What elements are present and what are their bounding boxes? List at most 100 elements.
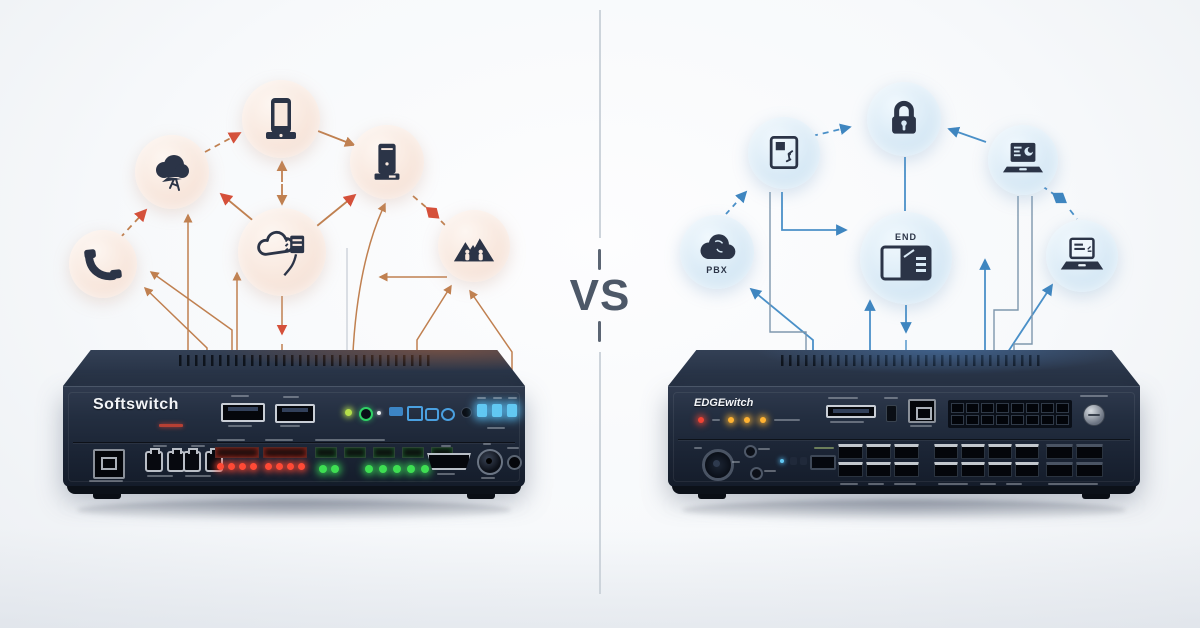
port-label-smudge (283, 396, 299, 398)
red-led (265, 463, 272, 470)
divider-line-top (599, 10, 601, 238)
usb-port (275, 404, 315, 423)
port-label-smudge (884, 397, 898, 399)
device-front-panel: EDGEwitch (668, 386, 1140, 487)
line-slot (344, 447, 366, 458)
patch-port (951, 403, 964, 413)
port-label-smudge (507, 447, 519, 449)
red-led (298, 463, 305, 470)
port-label-smudge (153, 445, 167, 447)
rj45-port (934, 444, 958, 459)
rj45-port (961, 444, 985, 459)
rj45-port (1046, 462, 1073, 477)
device-top-panel (668, 350, 1140, 386)
usb-port (221, 403, 265, 422)
device-top-panel (63, 350, 525, 386)
vent-slits (178, 355, 433, 366)
storage-book-icon (880, 245, 932, 281)
small-knob (744, 445, 757, 458)
laptop-dashboard-icon (1002, 142, 1044, 173)
ready-label-smudge (814, 447, 834, 449)
interface-glyph (441, 408, 455, 421)
port-label-smudge (840, 483, 858, 485)
cloud-pbx-icon (257, 230, 305, 277)
link-led-blue (507, 404, 517, 417)
port-label-smudge (265, 439, 293, 441)
rotary-knob (1083, 404, 1105, 426)
pbx-label: PBX (706, 264, 728, 275)
device-foot (698, 494, 726, 499)
micro-led-blue (780, 459, 784, 463)
patch-port (996, 403, 1009, 413)
line-slot (315, 447, 337, 458)
node-laptop-dashboard (988, 125, 1058, 195)
divider-dash-lower (598, 321, 601, 342)
indicator-dot (377, 411, 381, 415)
device-foot (467, 494, 495, 499)
green-led (331, 465, 339, 473)
port-label-smudge (481, 477, 495, 479)
red-led (228, 463, 235, 470)
port-label-smudge (1048, 483, 1098, 485)
device-shadow (53, 490, 535, 520)
interface-glyph (407, 406, 423, 421)
panel-divider (678, 439, 1130, 440)
device-label: EDGEwitch (694, 397, 754, 409)
edgeswitch-device: EDGEwitch (658, 350, 1150, 520)
green-led (319, 465, 327, 473)
device-reflection (77, 500, 511, 520)
small-knob (750, 467, 763, 480)
status-led-ring (359, 407, 373, 421)
node-cloud-pbx (238, 208, 326, 296)
node-laptop-document (1046, 220, 1118, 292)
link-led-blue (492, 404, 502, 417)
red-led (276, 463, 283, 470)
patch-port (1026, 403, 1039, 413)
green-led (393, 465, 401, 473)
port-label-smudge (894, 483, 916, 485)
port-label-smudge (938, 483, 968, 485)
port-label-smudge (437, 473, 455, 475)
port-label-smudge (980, 483, 996, 485)
rj45-port (961, 462, 985, 477)
rj45-port (838, 444, 863, 459)
port-label-smudge (147, 475, 173, 477)
port-label-smudge (694, 447, 702, 449)
rj45-bank-2 (1046, 444, 1103, 477)
uplink-rj45-port (908, 399, 936, 423)
fxs-slot (263, 447, 307, 458)
green-led (421, 465, 429, 473)
port-label-smudge (910, 425, 932, 427)
rj45-port (1076, 444, 1103, 459)
green-led-bank (365, 465, 429, 473)
patch-port (1011, 403, 1024, 413)
amber-led (744, 417, 750, 423)
port-label-smudge (228, 425, 252, 427)
divider-dash-upper (598, 249, 601, 270)
patch-port (1041, 415, 1054, 425)
node-user-group (438, 210, 510, 282)
port-label-smudge (483, 443, 491, 445)
audio-jack (507, 455, 522, 470)
device-foot (93, 494, 121, 499)
user-group-icon (453, 238, 495, 262)
phone-handset-icon (84, 249, 122, 281)
interface-glyph (800, 457, 807, 465)
rj45-port (866, 444, 891, 459)
red-led (250, 463, 257, 470)
patch-port (981, 403, 994, 413)
device-base (672, 486, 1136, 494)
rj45-bank-4 (934, 444, 1039, 477)
interface-glyph (790, 457, 797, 465)
red-led (287, 463, 294, 470)
port-label-smudge (758, 448, 770, 450)
green-led (365, 465, 373, 473)
port-label-smudge (185, 475, 211, 477)
rj45-port (934, 462, 958, 477)
node-padlock (867, 82, 941, 156)
node-cloud-pbx-right: PBX (680, 215, 754, 289)
node-phone (69, 230, 137, 298)
rj45-port (1015, 444, 1039, 459)
storage-label: END (894, 232, 917, 242)
